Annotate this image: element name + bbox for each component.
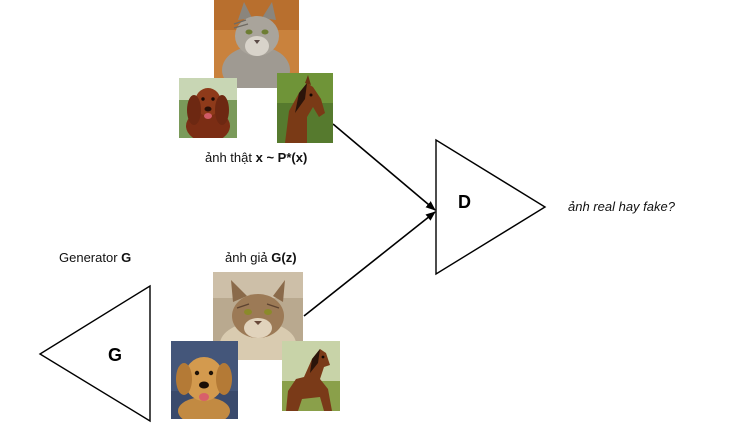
fake-caption-prefix: ảnh giả [225,250,268,265]
fake-to-discriminator-arrow [303,211,436,317]
real-to-discriminator-arrow [332,123,436,211]
fake-images-caption: ảnh giả G(z) [225,250,297,265]
fake-dog-image [171,341,238,419]
discriminator-letter: D [458,192,471,212]
generator-triangle [38,284,151,423]
real-horse-image [277,73,333,143]
fake-horse-image [282,341,340,411]
discriminator-triangle [435,138,547,276]
real-cat-image [214,0,299,88]
generator-caption-symbol: G [121,250,132,265]
real-images-caption: ảnh thật x ~ P*(x) [205,150,307,165]
real-caption-formula: x ~ P*(x) [255,150,308,165]
generator-caption: Generator G [59,250,131,265]
discriminator-output-label: ảnh real hay fake? [568,199,675,214]
real-caption-prefix: ảnh thật [205,150,252,165]
generator-letter: G [108,345,123,365]
generator-caption-prefix: Generator [59,250,118,265]
fake-caption-formula: G(z) [271,250,297,265]
fake-cat-image [213,272,303,360]
real-dog-image [179,78,237,138]
